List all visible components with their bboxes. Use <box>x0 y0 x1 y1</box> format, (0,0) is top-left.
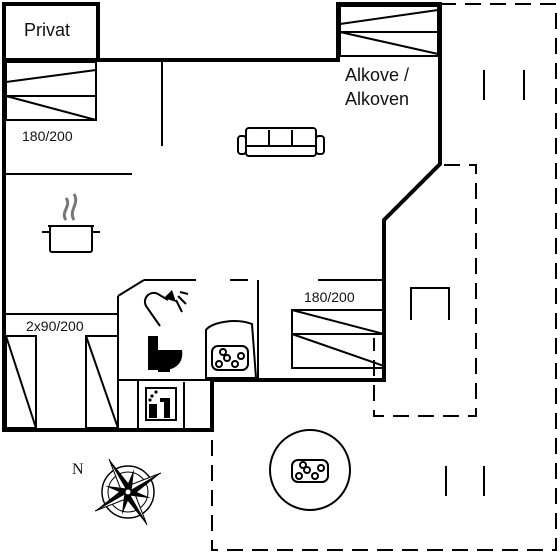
cooking-pot-icon <box>42 193 100 253</box>
outer-walls <box>2 2 442 432</box>
label-bed-size-left: 180/200 <box>22 128 73 144</box>
outdoor-whirlpool-icon <box>269 429 351 511</box>
bed-top-right <box>339 5 439 57</box>
whirlpool-icon <box>205 320 258 379</box>
compass-rose-icon <box>94 458 162 526</box>
label-alkoven: Alkoven <box>345 89 409 109</box>
sauna-icon <box>145 387 177 421</box>
terrace-outline <box>211 3 557 551</box>
label-alkove: Alkove / <box>345 65 409 85</box>
bunk-beds <box>5 335 119 429</box>
label-bed-size-right: 180/200 <box>304 289 355 305</box>
sofa-icon <box>237 127 325 157</box>
interior-walls <box>6 62 384 428</box>
bed-right <box>291 309 385 369</box>
toilet-icon <box>148 336 183 372</box>
bed-top-left <box>5 61 97 121</box>
shower-icon <box>144 290 189 327</box>
label-privat: Privat <box>24 20 70 40</box>
label-bunk-size: 2x90/200 <box>26 318 84 334</box>
north-label: N <box>72 461 84 478</box>
